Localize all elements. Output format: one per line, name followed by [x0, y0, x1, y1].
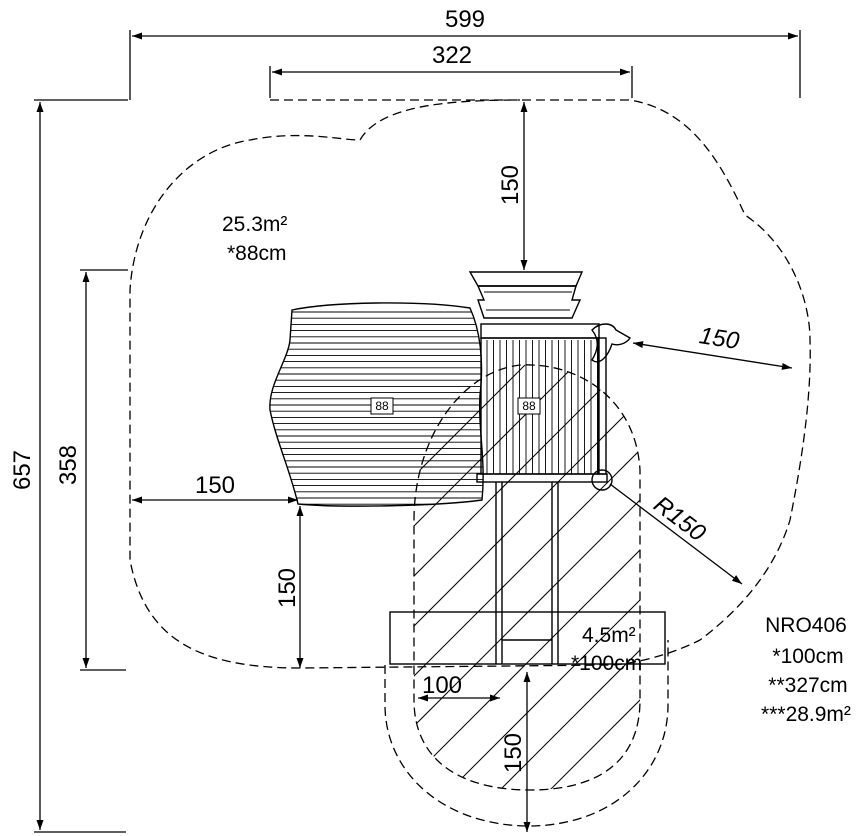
slide-safety-zone-outline [384, 640, 669, 827]
left-platform-outline [269, 302, 484, 507]
spec-total-height: **327cm [768, 674, 847, 697]
dim-100-label: 100 [422, 672, 462, 699]
tower-deck-planks [486, 340, 598, 474]
dim-right-150-label: 150 [697, 322, 741, 355]
tower-roof-top [468, 271, 584, 287]
slide-area-label: 4.5m² [582, 624, 636, 647]
dim-bottom-150-label: 150 [500, 733, 527, 773]
dim-599-label: 599 [445, 6, 485, 33]
tower-label: 88 [522, 399, 536, 413]
dim-left-150-label: 150 [195, 472, 235, 499]
dim-322-label: 322 [432, 42, 472, 69]
dim-radius-label: R150 [648, 491, 711, 547]
tower-label-box [517, 397, 541, 415]
steering-wheel-icon [591, 323, 631, 363]
spec-model: NRO406 [765, 614, 847, 637]
dim-657-label: 657 [9, 450, 36, 490]
tower-roof-body [476, 285, 582, 319]
dim-top-150-label: 150 [497, 165, 524, 205]
main-height-label: *88cm [227, 242, 287, 265]
slide-height-label: *100cm [571, 652, 642, 675]
dim-358-label: 358 [55, 445, 82, 485]
tower-railing [480, 323, 600, 339]
dim-lower-150-label: 150 [274, 568, 301, 608]
spec-free-fall-height: *100cm [772, 645, 843, 668]
slide-impact-zone-outline [413, 364, 641, 791]
dim-right-150-line [632, 341, 793, 370]
left-platform-label: 88 [375, 399, 389, 413]
spec-total-area: ***28.9m² [761, 703, 851, 726]
slide-exit-rectangle [389, 611, 666, 665]
dim-radius-line [609, 483, 743, 585]
main-area-label: 25.3m² [222, 213, 287, 236]
post-cap-icon [591, 469, 613, 491]
tower-base-beam [476, 473, 608, 483]
main-safety-zone-outline [129, 99, 811, 669]
left-platform-label-box [370, 397, 394, 415]
